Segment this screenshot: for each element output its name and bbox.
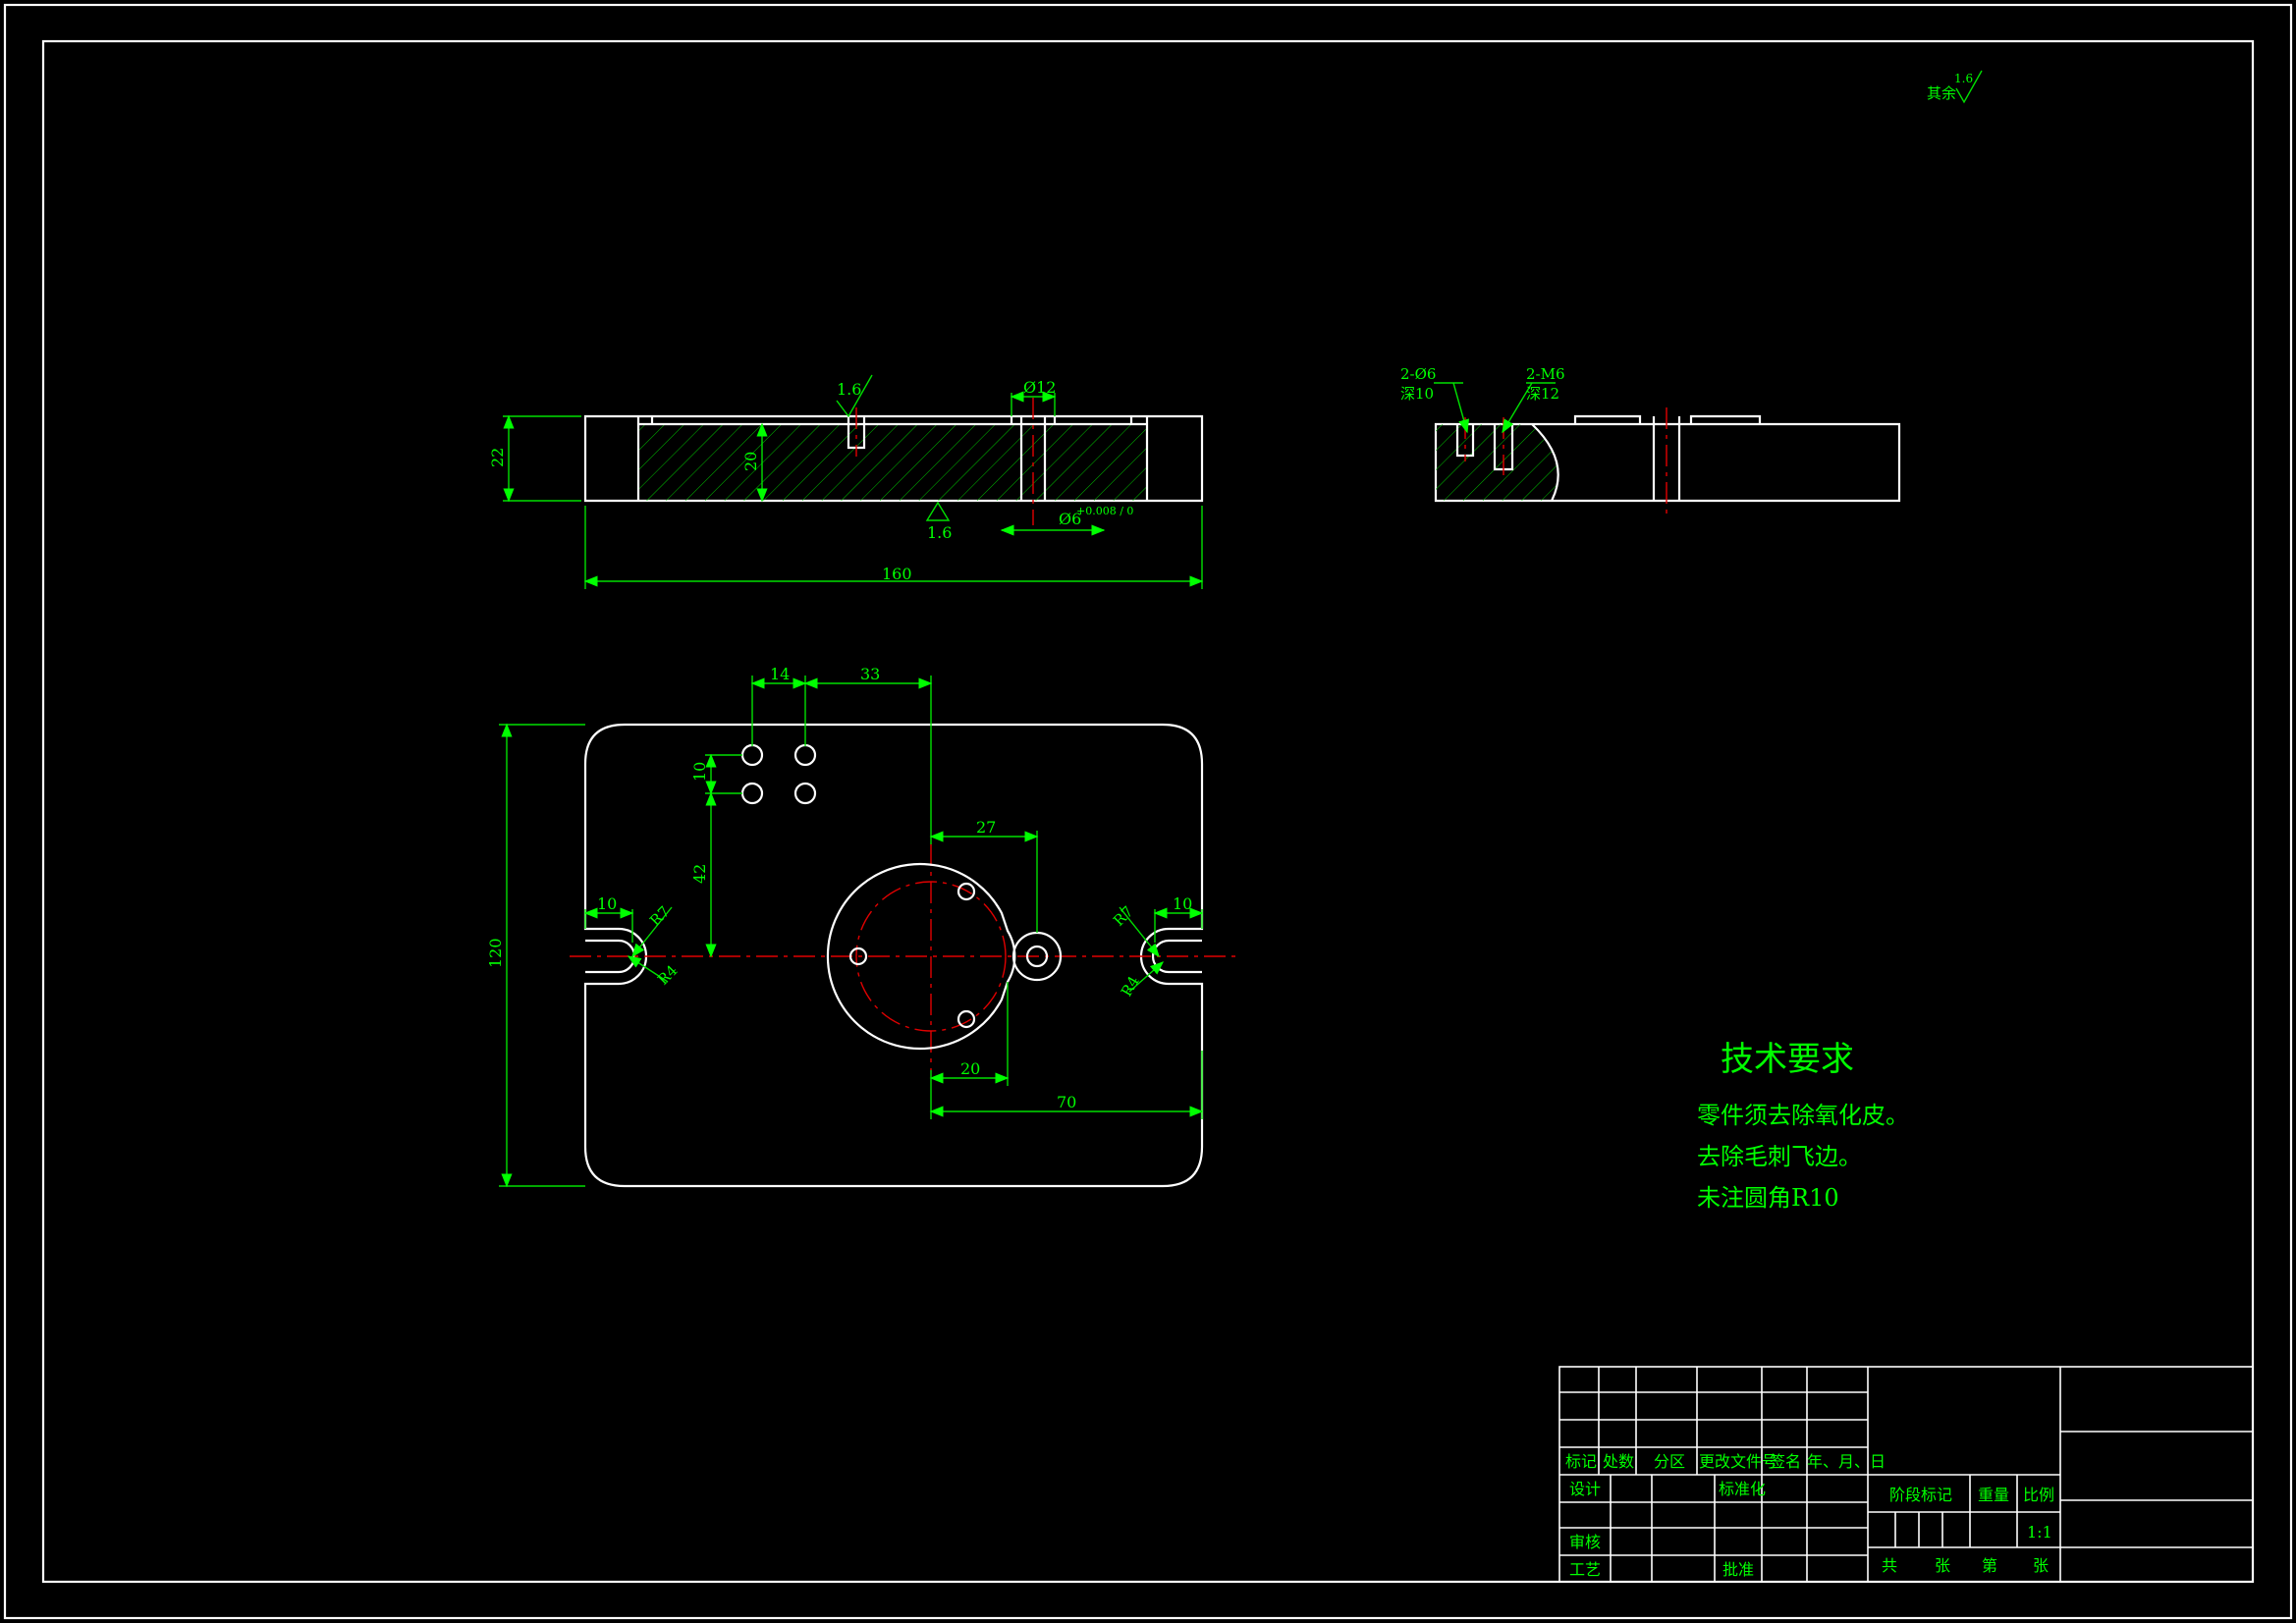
tb-h-sign: 签名 — [1770, 1452, 1801, 1471]
tb-review: 审核 — [1569, 1533, 1601, 1551]
roughness-bottom-icon — [925, 501, 951, 521]
tb-h-count: 处数 — [1603, 1452, 1634, 1471]
tb-approve: 批准 — [1722, 1560, 1754, 1579]
dim-r7-right: R7 — [1110, 902, 1136, 929]
outer-frame — [3, 3, 2293, 1620]
tech-line-3: 未注圆角R10 — [1697, 1184, 1839, 1212]
roughness-bottom: 1.6 — [927, 523, 952, 542]
top-view: 14 33 10 42 27 20 70 120 10 10 R7 — [486, 665, 1237, 1188]
roughness-symbol-icon — [1955, 70, 1983, 104]
title-block: 标记 处数 分区 更改文件号 签名 年、月、日 设计 标准化 审核 工艺 批准 … — [1558, 1366, 2254, 1583]
dim-33: 33 — [860, 665, 880, 683]
tech-title: 技术要求 — [1721, 1040, 1854, 1079]
tb-h-docno: 更改文件号 — [1699, 1452, 1777, 1471]
side-depth-1: 深10 — [1400, 385, 1434, 403]
dim-pin-dia: Ø6 — [1059, 510, 1081, 528]
tech-line-1: 零件须去除氧化皮。 — [1697, 1102, 1909, 1129]
tb-weight: 重量 — [1978, 1486, 2009, 1504]
dim-r4-right: R4 — [1118, 973, 1143, 1000]
technical-requirements: 技术要求 零件须去除氧化皮。 去除毛刺飞边。 未注圆角R10 — [1697, 1040, 1909, 1212]
roughness-global-value: 1.6 — [1954, 72, 1973, 85]
inner-frame — [41, 39, 2255, 1584]
dim-160: 160 — [882, 565, 912, 583]
section-hatch — [638, 424, 1147, 501]
tb-sheet-total: 共 — [1882, 1556, 1897, 1575]
dim-slot-right: 10 — [1173, 894, 1192, 913]
global-roughness-note: 其余 1.6 — [1927, 70, 1983, 104]
side-view: 2-Ø6 深10 2-M6 深12 — [1400, 365, 1901, 515]
tb-h-mark: 标记 — [1565, 1452, 1597, 1471]
tb-scale-value: 1:1 — [2027, 1523, 2052, 1542]
roughness-top-icon — [836, 374, 873, 418]
tb-scale-label: 比例 — [2023, 1486, 2054, 1504]
tb-process: 工艺 — [1569, 1560, 1601, 1579]
tb-design: 设计 — [1569, 1480, 1601, 1498]
tb-h-date: 年、月、日 — [1807, 1452, 1886, 1471]
tb-standardize: 标准化 — [1719, 1480, 1766, 1498]
roughness-top: 1.6 — [837, 380, 861, 399]
dim-27: 27 — [976, 818, 996, 837]
dim-14: 14 — [770, 665, 790, 683]
roughness-prefix: 其余 — [1927, 84, 1956, 102]
dim-r4-left: R4 — [654, 961, 681, 988]
tech-line-2: 去除毛刺飞边。 — [1697, 1143, 1862, 1170]
tb-h-zone: 分区 — [1654, 1452, 1685, 1471]
dim-pin-tol: +0.008 / 0 — [1076, 505, 1133, 517]
dim-hole-dia: Ø12 — [1023, 378, 1056, 397]
front-section-view: 160 22 20 Ø12 Ø6 +0.008 / 0 1.6 1.6 — [488, 374, 1204, 589]
dim-20: 20 — [741, 452, 760, 471]
dim-10-top: 10 — [690, 762, 709, 782]
dim-r7-left: R7 — [646, 902, 673, 929]
side-depth-2: 深12 — [1526, 385, 1559, 403]
dim-slot-left: 10 — [597, 894, 617, 913]
side-note-2: 2-M6 — [1526, 365, 1565, 383]
dim-120: 120 — [486, 938, 505, 968]
tb-sheet-unit1: 张 — [1935, 1556, 1950, 1575]
dim-22: 22 — [488, 448, 507, 467]
dim-42: 42 — [690, 864, 709, 884]
tb-stage-mark: 阶段标记 — [1889, 1486, 1952, 1504]
tb-sheet-unit2: 张 — [2033, 1556, 2049, 1575]
dim-20-top: 20 — [960, 1059, 980, 1078]
tb-sheet-no: 第 — [1982, 1556, 1997, 1575]
dim-70: 70 — [1057, 1093, 1076, 1111]
side-note-1: 2-Ø6 — [1400, 365, 1436, 383]
